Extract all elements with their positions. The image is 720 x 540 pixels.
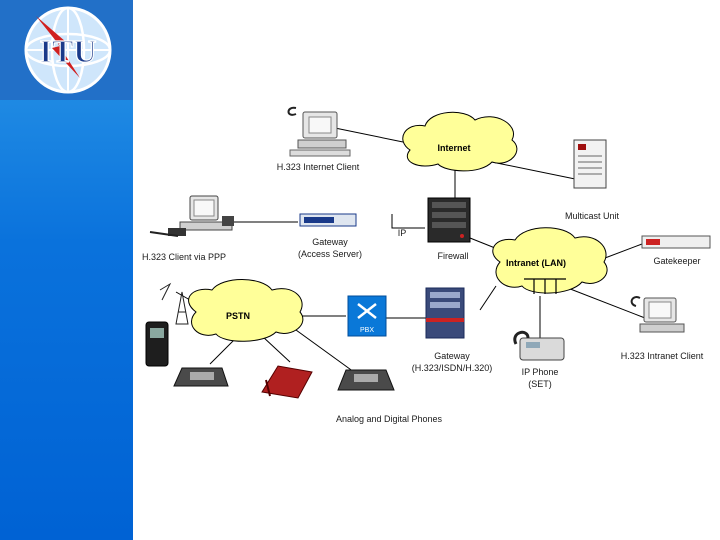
mobile-phone-icon <box>145 321 169 367</box>
digital-phone-icon <box>337 369 395 391</box>
h323-client-ppp-label: H.323 Client via PPP <box>141 252 227 262</box>
itu-logo: ITU <box>24 6 112 94</box>
ip-label: IP <box>397 228 407 238</box>
pstn-label: PSTN <box>226 311 250 321</box>
radio-tower-icon <box>159 282 189 325</box>
firewall-label: Firewall <box>437 251 469 261</box>
svg-text:ITU: ITU <box>40 33 97 69</box>
pstn-cloud <box>188 279 304 342</box>
gateway-access-label-1: Gateway <box>312 237 348 247</box>
svg-text:PBX: PBX <box>360 327 374 334</box>
intranet-cloud <box>492 227 608 294</box>
ip-phone-label-2: (SET) <box>528 379 552 389</box>
gateway-access-server-icon <box>299 213 357 227</box>
gateway-h323-label-1: Gateway <box>434 351 470 361</box>
multicast-unit-label: Multicast Unit <box>564 211 620 221</box>
lan-bus-icon <box>524 278 566 294</box>
h323-intranet-client-label: H.323 Intranet Client <box>620 351 704 361</box>
intranet-label: Intranet (LAN) <box>506 258 566 268</box>
gatekeeper-icon <box>641 235 711 249</box>
desk-phone-icon <box>173 367 229 387</box>
intranet-client-computer-icon <box>630 296 685 333</box>
gatekeeper-label: Gatekeeper <box>653 256 701 266</box>
pbx-icon: PBX <box>347 295 387 337</box>
internet-cloud <box>402 111 518 172</box>
gateway-access-label-2: (Access Server) <box>297 249 363 259</box>
internet-label: Internet <box>437 143 470 153</box>
multicast-unit-icon <box>573 139 607 189</box>
analog-digital-phones-label: Analog and Digital Phones <box>335 414 443 424</box>
h323-internet-client-label: H.323 Internet Client <box>276 162 360 172</box>
internet-client-computer-icon <box>287 106 351 157</box>
firewall-icon <box>427 197 471 243</box>
ip-phone-icon <box>513 330 565 361</box>
lightning-icon <box>36 16 80 78</box>
ppp-client-computer-icon <box>149 195 234 237</box>
gateway-h323-label-2: (H.323/ISDN/H.320) <box>411 363 493 373</box>
desk-phone-red-icon <box>261 365 313 399</box>
ip-phone-label-1: IP Phone <box>521 367 559 377</box>
gateway-h323-icon <box>425 287 465 339</box>
